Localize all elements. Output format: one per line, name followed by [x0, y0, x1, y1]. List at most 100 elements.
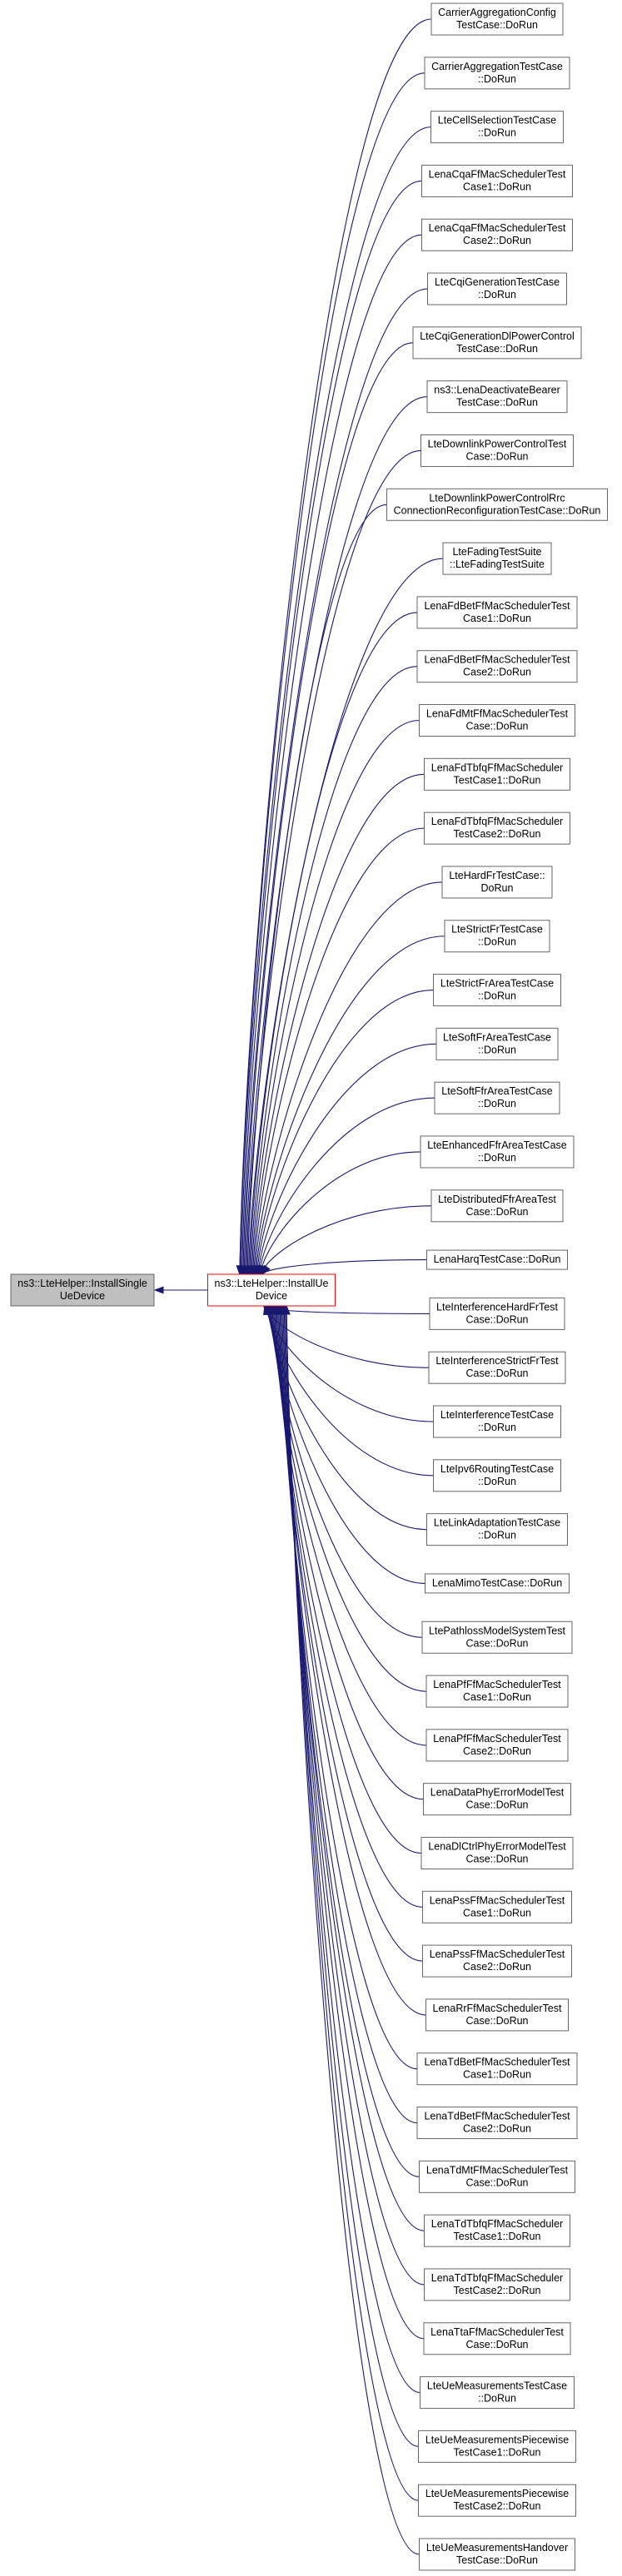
caller-lteenhancedffrareatestcase-dorun-node[interactable]: LteEnhancedFfrAreaTestCase::DoRun [420, 1135, 575, 1169]
caller-lenacqaffmacschedulertest-case2-dorun-node-box [421, 218, 573, 251]
caller-lenadlctrlphyerrormodeltest-case-dorun-node-box [420, 1836, 574, 1869]
caller-ns3-lenadeactivatebearer-testcase-dorun-node-label-line: TestCase::DoRun [456, 397, 538, 409]
caller-ltecqigenerationtestcase-dorun-node-label-line: LteCqiGenerationTestCase [435, 276, 560, 288]
caller-ltefadingtestsuite-ltefadingtestsuite-node[interactable]: LteFadingTestSuite::LteFadingTestSuite [442, 542, 552, 575]
caller-ltecellselectiontestcase-dorun-node-box [430, 111, 564, 144]
caller-ltecqigenerationtestcase-dorun-node-box [427, 272, 567, 305]
caller-lteinterferencestrictfrtest-case-dorun-node-label-line: LteInterferenceStrictFrTest [435, 1355, 559, 1367]
focus-node-install-ue-device-box [207, 1273, 336, 1307]
caller-lenadlctrlphyerrormodeltest-case-dorun-node-label-line: LenaDlCtrlPhyErrorModelTest [428, 1840, 566, 1852]
caller-ltecqigenerationdlpowercontrol-testcase-dorun-node[interactable]: LteCqiGenerationDlPowerControlTestCase::… [412, 326, 582, 360]
caller-lteinterferencetestcase-dorun-edge [265, 1306, 434, 1422]
caller-ltestrictfrareatestcase-dorun-node-box [433, 974, 561, 1007]
caller-carrieraggregationtestcase-dorun-node-label-line: ::DoRun [478, 73, 516, 85]
caller-lenamimotestcase-dorun-node-box [425, 1573, 570, 1594]
caller-lteuemeasurementshandover-testcase-dorun-node-label-line: TestCase::DoRun [456, 2554, 538, 2566]
caller-lteenhancedffrareatestcase-dorun-node-label-line: ::DoRun [478, 1152, 516, 1164]
caller-lenatdtbfqffmacscheduler-testcase1-dorun-node-label-line: TestCase1::DoRun [454, 2231, 541, 2242]
caller-ltecellselectiontestcase-dorun-node-label-line: LteCellSelectionTestCase [438, 115, 556, 127]
caller-ltecqigenerationtestcase-dorun-node-label-line: ::DoRun [478, 289, 516, 300]
caller-ltecqigenerationtestcase-dorun-node[interactable]: LteCqiGenerationTestCase::DoRun [427, 272, 567, 305]
caller-lteinterferencetestcase-dorun-node-label-line: ::DoRun [478, 1422, 516, 1433]
caller-lenatdmtffmacschedulertest-case-dorun-node-label-line: Case::DoRun [465, 2176, 528, 2188]
caller-ltehardfrtestcase-dorun-node[interactable]: LteHardFrTestCase::DoRun [441, 866, 553, 899]
caller-lenapfffmacschedulertest-case1-dorun-node-label-line: Case1::DoRun [463, 1691, 531, 1703]
caller-ltestrictfrtestcase-dorun-node[interactable]: LteStrictFrTestCase::DoRun [444, 920, 550, 953]
caller-lenatdtbfqffmacscheduler-testcase2-dorun-node-label-line: LenaTdTbfqFfMacScheduler [431, 2272, 563, 2284]
caller-lenacqaffmacschedulertest-case2-dorun-node-label-line: LenaCqaFfMacSchedulerTest [429, 222, 566, 234]
caller-lenatdbetffmacschedulertest-case1-dorun-node-label-line: LenaTdBetFfMacSchedulerTest [424, 2057, 570, 2068]
caller-ltedownlinkpowercontroltest-case-dorun-edge [246, 449, 421, 1270]
caller-lenatdbetffmacschedulertest-case2-dorun-node-box [416, 2107, 578, 2140]
caller-lenatdbetffmacschedulertest-case1-dorun-node-label-line: Case1::DoRun [463, 2069, 531, 2081]
caller-lteinterferencetestcase-dorun-node-label-line: LteInterferenceTestCase [440, 1409, 554, 1421]
caller-carrieraggregationtestcase-dorun-node[interactable]: CarrierAggregationTestCase::DoRun [424, 57, 570, 90]
caller-lteuemeasurementstestcase-dorun-node[interactable]: LteUeMeasurementsTestCase::DoRun [420, 2376, 575, 2410]
caller-lenacqaffmacschedulertest-case1-dorun-node-box [421, 164, 573, 197]
caller-lenaharqtestcase-dorun-node[interactable]: LenaHarqTestCase::DoRun [426, 1249, 568, 1270]
caller-ltestrictfrareatestcase-dorun-node[interactable]: LteStrictFrAreaTestCase::DoRun [433, 974, 561, 1007]
caller-ltedownlinkpowercontrolrrc-connectionreconfigurationtestcase-dorun-node[interactable]: LteDownlinkPowerControlRrcConnectionReco… [386, 488, 608, 521]
caller-ltedistributedffrareatest-case-dorun-edge [261, 1205, 432, 1274]
caller-lenamimotestcase-dorun-node-label-line: LenaMimoTestCase::DoRun [432, 1577, 562, 1589]
caller-lenatdbetffmacschedulertest-case1-dorun-edge [278, 1309, 418, 2070]
caller-lteuemeasurementstestcase-dorun-node-label-line: LteUeMeasurementsTestCase [427, 2380, 567, 2392]
caller-ltehardfrtestcase-dorun-node-label-line: DoRun [481, 882, 514, 894]
caller-lenafdtbfqffmacscheduler-testcase2-dorun-node-box [424, 812, 570, 845]
caller-lenadataphyerrormodeltest-case-dorun-node-box [423, 1783, 571, 1816]
caller-lenarrffmacschedulertest-case-dorun-node-label-line: Case::DoRun [465, 2015, 528, 2027]
caller-lenafdmtffmacschedulertest-case-dorun-node-label-line: LenaFdMtFfMacSchedulerTest [426, 708, 569, 720]
caller-lenamimotestcase-dorun-node[interactable]: LenaMimoTestCase::DoRun [425, 1573, 570, 1594]
caller-lenarrffmacschedulertest-case-dorun-node-label-line: LenaRrFfMacSchedulerTest [433, 2003, 562, 2014]
caller-lteuemeasurementspiecewise-testcase2-dorun-node[interactable]: LteUeMeasurementsPiecewiseTestCase2::DoR… [418, 2484, 576, 2517]
caller-ns3-lenadeactivatebearer-testcase-dorun-node-box [426, 380, 568, 414]
caller-ltesoftfrareatestcase-dorun-node[interactable]: LteSoftFrAreaTestCase::DoRun [435, 1027, 559, 1060]
caller-lenapfffmacschedulertest-case2-dorun-node-label-line: LenaPfFfMacSchedulerTest [433, 1733, 561, 1745]
caller-ltestrictfrtestcase-dorun-node-label-line: LteStrictFrTestCase [451, 924, 543, 936]
caller-ltelinkadaptationtestcase-dorun-node[interactable]: LteLinkAdaptationTestCase::DoRun [426, 1513, 568, 1546]
caller-lteipv6routingtestcase-dorun-node-label-line: ::DoRun [478, 1476, 516, 1487]
edge-focus-to-root-arrow [153, 1286, 164, 1294]
caller-lteipv6routingtestcase-dorun-node[interactable]: LteIpv6RoutingTestCase::DoRun [433, 1459, 561, 1492]
caller-ltecqigenerationdlpowercontrol-testcase-dorun-node-label-line: TestCase::DoRun [456, 343, 538, 355]
caller-ltecellselectiontestcase-dorun-node[interactable]: LteCellSelectionTestCase::DoRun [430, 111, 564, 144]
caller-ltedownlinkpowercontrolrrc-connectionreconfigurationtestcase-dorun-edge [246, 504, 387, 1271]
caller-lteuemeasurementspiecewise-testcase1-dorun-node[interactable]: LteUeMeasurementsPiecewiseTestCase1::DoR… [418, 2430, 576, 2463]
root-node-install-single-ue-device-label-line: ns3::LteHelper::InstallSingle [17, 1278, 147, 1289]
caller-ltesoftffrareatestcase-dorun-node[interactable]: LteSoftFfrAreaTestCase::DoRun [434, 1081, 560, 1114]
caller-ltedistributedffrareatest-case-dorun-node-label-line: Case::DoRun [465, 1206, 528, 1218]
caller-ltedistributedffrareatest-case-dorun-node-label-line: LteDistributedFfrAreaTest [438, 1194, 556, 1205]
caller-lteinterferencetestcase-dorun-node[interactable]: LteInterferenceTestCase::DoRun [433, 1405, 561, 1438]
